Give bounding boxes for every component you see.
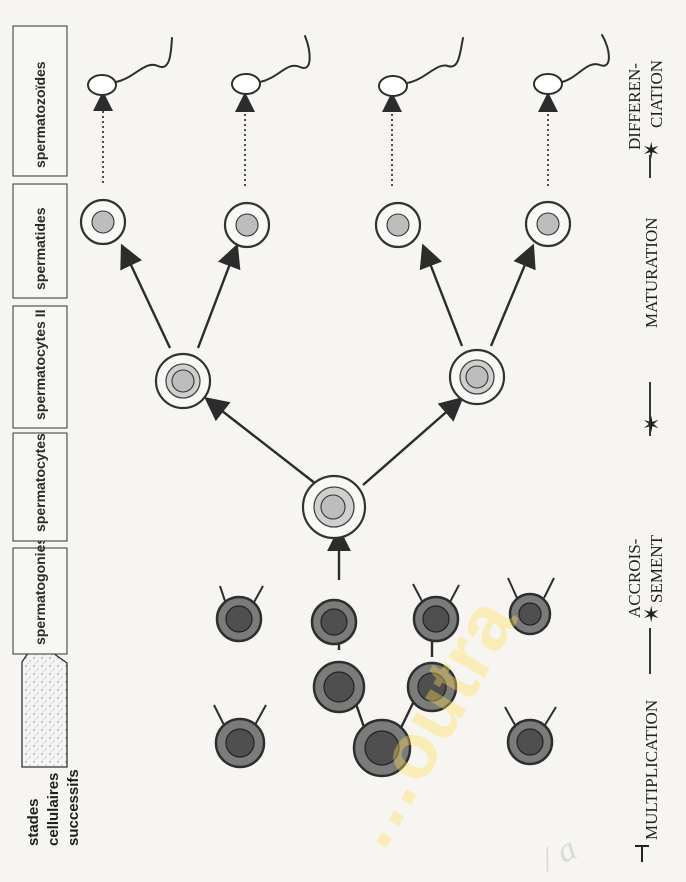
spermatozoon-4 bbox=[534, 35, 609, 94]
spermatogonium-top-left-nucleus bbox=[226, 606, 252, 632]
phase-divider-3-star: ✶ bbox=[642, 139, 660, 164]
stage-spermatides: spermatides bbox=[32, 207, 48, 290]
title-line-2: cellulaires bbox=[45, 773, 62, 846]
phase-multiplication: MULTIPLICATION bbox=[642, 700, 661, 840]
spermatid-1 bbox=[81, 200, 125, 244]
spermatocyte-i-nucleus bbox=[321, 495, 345, 519]
spermatogonium-top-middle-nucleus bbox=[321, 609, 347, 635]
spermatogonium-far-right-top-cilia-2 bbox=[544, 578, 554, 598]
title-line-3: successifs bbox=[65, 769, 82, 846]
spermatid-nucleus-4 bbox=[537, 213, 559, 235]
spermatid-nucleus-2 bbox=[236, 214, 258, 236]
spermatogonium-bottom-left-nucleus bbox=[226, 729, 254, 757]
spermatocyte-ii-left bbox=[156, 354, 210, 408]
spermatocytes-ii bbox=[156, 350, 504, 408]
spermatocyte-ii-right-nucleus bbox=[466, 366, 488, 388]
arrow-spermatocyte-i-to-left-spermatocyte-ii bbox=[208, 400, 316, 484]
sperm-head-4 bbox=[534, 74, 562, 94]
watermark-script: / a bbox=[533, 830, 583, 880]
arrow-spermatocyte-i-to-right-spermatocyte-ii bbox=[363, 400, 460, 485]
spermatogonium-top-left-cilia-2 bbox=[253, 586, 263, 604]
spermatogonium-bottom-right-nucleus bbox=[517, 729, 543, 755]
arrow-left-ii-to-spermatid-1 bbox=[123, 248, 170, 348]
phase-maturation: MATURATION bbox=[642, 218, 661, 329]
spermatocyte-i bbox=[303, 476, 365, 538]
sperm-tail-4 bbox=[562, 35, 609, 82]
phase-divider-1-star: ✶ bbox=[642, 603, 660, 628]
stage-pointer-pentagon bbox=[22, 641, 67, 767]
spermatozoon-2 bbox=[232, 36, 310, 94]
spermatid-3 bbox=[376, 203, 420, 247]
arrow-left-ii-to-spermatid-2 bbox=[198, 248, 236, 348]
spermatid-nucleus-1 bbox=[92, 211, 114, 233]
spermatids bbox=[81, 200, 570, 247]
sperm-tail-2 bbox=[260, 36, 310, 82]
stage-spermatocytes-i: spermatocytes I bbox=[32, 425, 48, 532]
spermatogonium-bottom-left-cilia-1 bbox=[214, 705, 224, 725]
sperm-tail-1 bbox=[116, 38, 172, 82]
spermatozoa bbox=[88, 35, 609, 96]
title-line-1: stades bbox=[25, 798, 42, 846]
phase-label-row: MULTIPLICATION ✶ ACCROIS- SEMENT ✶ MATUR… bbox=[625, 60, 666, 862]
spermatocyte-ii-right bbox=[450, 350, 504, 404]
spermatozoon-1 bbox=[88, 38, 172, 95]
spermatid-nucleus-3 bbox=[387, 214, 409, 236]
differentiation-dotted-lines bbox=[103, 95, 548, 186]
stage-spermatogonies: spermatogonies bbox=[32, 537, 48, 645]
stage-label-row: spermatogonies spermatocytes I spermatoc… bbox=[13, 26, 67, 654]
sperm-head-2 bbox=[232, 74, 260, 94]
arrow-right-ii-to-spermatid-3 bbox=[424, 248, 462, 346]
stage-spermatocytes-ii: spermatocytes II bbox=[32, 310, 48, 421]
spermatogonium-middle-left bbox=[314, 662, 364, 712]
spermatogonium-top-middle bbox=[312, 600, 356, 644]
spermatogonium-top-right-cilia-1 bbox=[413, 584, 423, 603]
spermatid-4 bbox=[526, 202, 570, 246]
spermatogonium-bottom-right-cilia-2 bbox=[545, 707, 556, 725]
spermatogonium-bottom-left bbox=[214, 705, 266, 767]
sperm-head-1 bbox=[88, 75, 116, 95]
spermatogonium-top-left bbox=[217, 586, 263, 641]
phase-differenciation-line-1: DIFFEREN- bbox=[625, 63, 644, 150]
phase-divider-2-star: ✶ bbox=[642, 413, 660, 438]
phase-differenciation-line-2: CIATION bbox=[647, 60, 666, 128]
arrow-right-ii-to-spermatid-4 bbox=[491, 248, 532, 346]
spermatogonium-bottom-left-cilia-2 bbox=[255, 705, 266, 725]
spermatocyte-ii-left-nucleus bbox=[172, 370, 194, 392]
spermatogonium-far-right-top-cilia-1 bbox=[508, 578, 517, 598]
spermatid-2 bbox=[225, 203, 269, 247]
spermatogonium-middle-left-nucleus bbox=[324, 672, 354, 702]
phase-accroissement-line-2: SEMENT bbox=[647, 534, 666, 603]
stage-spermatozoides: spermatozoïdes bbox=[32, 61, 48, 168]
sperm-tail-3 bbox=[407, 38, 463, 83]
sperm-head-3 bbox=[379, 76, 407, 96]
spermatogonium-bottom-right bbox=[505, 707, 556, 764]
phase-accroissement-line-1: ACCROIS- bbox=[625, 538, 644, 618]
successive-cell-stages-title: stades cellulaires successifs bbox=[25, 769, 82, 846]
spermatogonium-bottom-right-cilia-1 bbox=[505, 707, 515, 725]
spermatozoon-3 bbox=[379, 38, 463, 96]
